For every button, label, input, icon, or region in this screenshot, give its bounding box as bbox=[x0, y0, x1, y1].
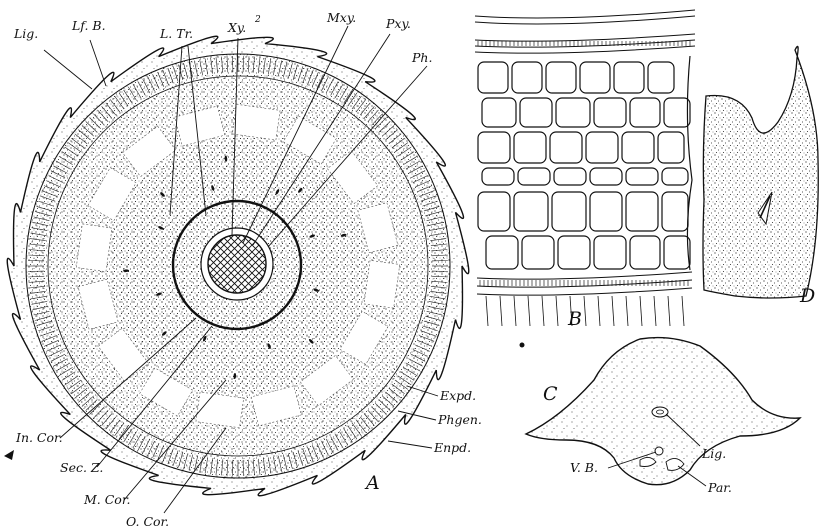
xylem-core bbox=[208, 235, 266, 293]
label-xy2: Xy. bbox=[227, 20, 246, 35]
label-l-tr: L. Tr. bbox=[159, 26, 193, 41]
panel-d-ligule-section: D bbox=[703, 46, 818, 307]
label-c-par: Par. bbox=[707, 480, 732, 495]
label-m-cor: M. Cor. bbox=[83, 492, 130, 507]
panel-a-cross-section bbox=[7, 36, 468, 496]
panel-letter-d: D bbox=[799, 285, 815, 307]
panel-d-outline bbox=[703, 46, 818, 298]
panel-c-leaf-section: Lig. V. B. Par. C bbox=[526, 338, 800, 495]
panel-letter-c: C bbox=[543, 383, 558, 405]
panel-letter-a: A bbox=[364, 472, 380, 494]
label-o-cor: O. Cor. bbox=[126, 514, 169, 529]
label-ph: Ph. bbox=[411, 50, 432, 65]
label-expd: Expd. bbox=[439, 388, 476, 403]
label-phgen: Phgen. bbox=[437, 412, 482, 427]
panel-letter-b: B bbox=[567, 308, 582, 330]
label-c-lig: Lig. bbox=[701, 446, 726, 461]
label-pxy: Pxy. bbox=[385, 16, 411, 31]
label-enpd: Enpd. bbox=[433, 440, 471, 455]
label-lig: Lig. bbox=[13, 26, 38, 41]
label-sec-z: Sec. Z. bbox=[60, 460, 103, 475]
label-in-cor: In. Cor. bbox=[15, 430, 63, 445]
label-xy2-superscript: 2 bbox=[254, 15, 261, 25]
label-c-vb: V. B. bbox=[570, 460, 598, 475]
label-mxy: Mxy. bbox=[326, 10, 356, 25]
panel-b-cell-tissue: B bbox=[475, 10, 695, 348]
label-lf-b: Lf. B. bbox=[71, 18, 106, 33]
